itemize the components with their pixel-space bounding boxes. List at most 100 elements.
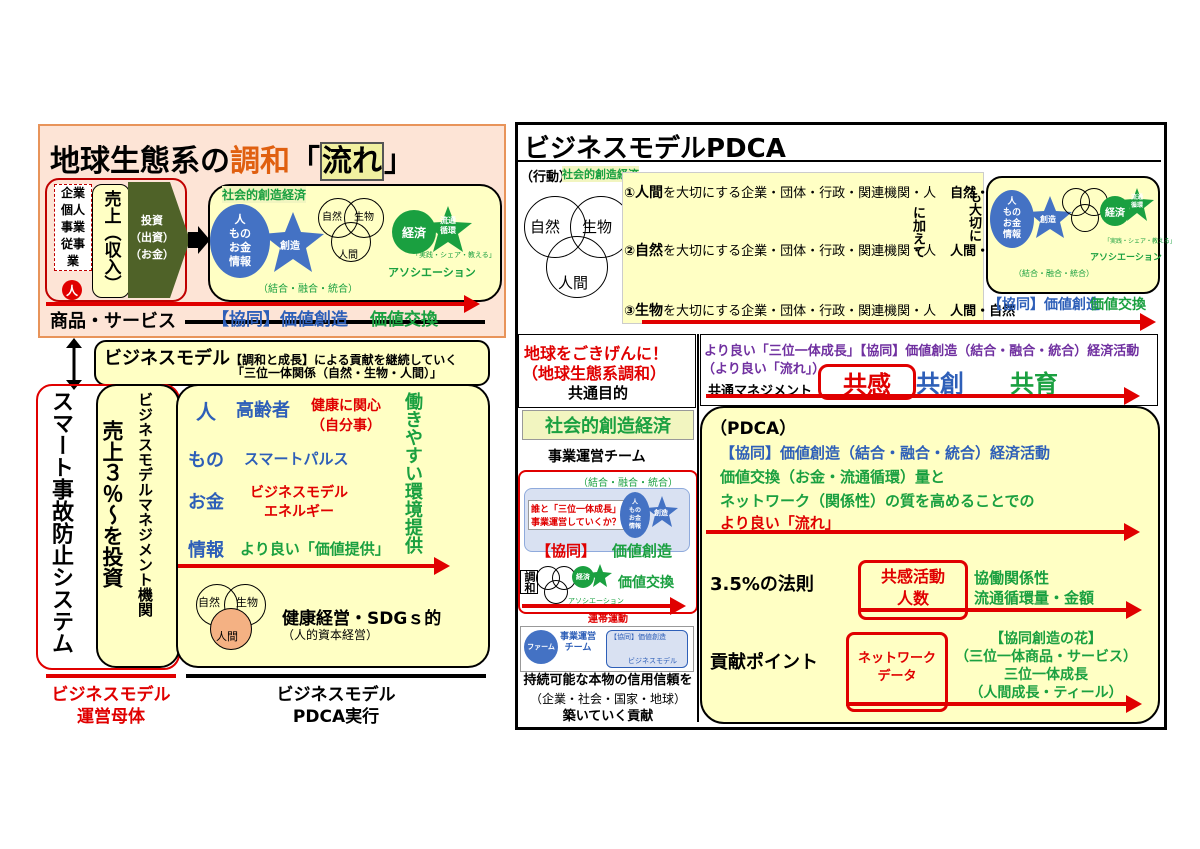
ketsugou-label: （結合・融合・統合） xyxy=(258,284,358,295)
model-title: ビジネスモデル xyxy=(104,348,230,369)
team-keizai: 経済 xyxy=(572,566,594,588)
sales-label: 売上（収入） xyxy=(92,184,130,298)
kyodo-kankei-2: 流通循環量・金額 xyxy=(974,589,1095,607)
line-2-num: ② xyxy=(624,244,636,259)
line-3-pre: 生物 xyxy=(635,303,664,319)
mini-ryutsu-text: 流通 xyxy=(1130,194,1143,201)
bottom-left-label: ビジネスモデル運営母体 xyxy=(46,684,176,728)
line-2-pre: 自然 xyxy=(635,243,664,259)
venn-circle-human xyxy=(331,222,371,262)
black-arrow-icon xyxy=(188,226,210,254)
bottom-left-line-1: ビジネスモデル xyxy=(51,685,171,705)
middle-red-arrow xyxy=(178,557,450,575)
share-label: 「実践・シェア・教える」 xyxy=(412,251,496,259)
network-1: ネットワーク xyxy=(857,651,936,666)
mgmt-org-label: ビジネスモデルマネジメント機関 xyxy=(136,392,154,617)
mini-venn-c xyxy=(1071,204,1099,232)
r-venn-label-life: 生物 xyxy=(582,218,613,236)
row-thing-key: もの xyxy=(188,450,224,471)
kenko-label: 健康経営・SDGｓ的 xyxy=(282,609,442,629)
left-black-line xyxy=(185,320,485,324)
row-person-val: 高齢者 xyxy=(236,400,290,421)
mini-circle-thing: もの xyxy=(1002,208,1021,218)
line-3-text: を大切にする企業・団体・行政・関連機関・人 xyxy=(663,304,937,319)
pdca-red-arrow xyxy=(706,523,1140,541)
mini-souzou: 創造 xyxy=(1040,215,1056,224)
hana-2: （三位一体商品・サービス） xyxy=(955,649,1137,665)
team-red-arrow xyxy=(522,597,686,615)
actor-1: 企業 xyxy=(60,186,85,200)
venn-label-life: 生物 xyxy=(354,212,374,223)
mini-assoc: アソシエーション xyxy=(1090,253,1162,263)
invest-label: 投資 （出資） （お金） xyxy=(130,212,174,263)
kyokan-act-label: 共感活動人数 xyxy=(858,566,968,610)
venn2-circle-human xyxy=(210,608,252,650)
bottom-black-line xyxy=(186,674,486,678)
star-icon xyxy=(262,212,324,272)
team-circle-thing: もの xyxy=(628,507,641,514)
team-question: 誰と「三位一体成長」事業運営していくか？ xyxy=(528,500,625,530)
jinteki-label: （人的資本経営） xyxy=(282,628,379,642)
team-kachi: 価値創造 xyxy=(612,542,673,560)
circle-info: 情報 xyxy=(229,255,251,268)
mini-circle-money: お金 xyxy=(1002,219,1021,229)
network-box xyxy=(846,632,948,712)
hataraki-label: 働きやすい環境提供 xyxy=(402,392,423,554)
row-person-key: 人 xyxy=(196,400,216,424)
goal-box xyxy=(518,334,696,408)
line-3-right: 人間・自然 xyxy=(950,304,1016,319)
right-title-line xyxy=(518,160,1161,162)
venn2-label-life: 生物 xyxy=(236,596,258,609)
kyoiku-label: 共育 xyxy=(1010,370,1058,398)
law-red-arrow xyxy=(860,601,1142,619)
row-money-key: お金 xyxy=(188,492,224,513)
model-bar xyxy=(94,340,490,386)
farm-team: 事業運営チーム xyxy=(560,632,596,654)
kyokan-act-2: 人数 xyxy=(896,589,929,608)
team-circle: 人ものお金情報 xyxy=(620,492,650,538)
r-venn-human xyxy=(546,236,608,298)
line-3: ③生物を大切にする企業・団体・行政・関連機関・人人間・自然 xyxy=(624,300,1015,320)
right-panel xyxy=(515,122,1167,730)
kyokan-header-box xyxy=(700,334,1158,406)
mini-share: 「実践・シェア・教える」 xyxy=(1104,238,1176,245)
right-social-econ: 社会的創造経済 xyxy=(562,166,639,182)
kyokan-red-arrow xyxy=(706,387,1140,405)
right-main-divider xyxy=(697,334,699,722)
mini-ryutsu: 流通循環 xyxy=(1122,194,1152,210)
jizoku-line-3: 築いていく貢献 xyxy=(562,709,654,724)
bottom-right-line-2: PDCA実行 xyxy=(292,707,380,727)
invest-sub-text: （出資） xyxy=(130,231,174,244)
pdca-line-3: ネットワーク（関係性）の質を高めることでの xyxy=(720,492,1035,510)
farm-box xyxy=(520,626,694,672)
model-line-1: ビジネスモデル【調和と成長】による貢献を継続していく xyxy=(104,344,457,370)
model-line-2: 「三位一体関係（自然・生物・人間）」 xyxy=(232,366,443,380)
venn2-label-nature: 自然 xyxy=(198,596,220,609)
team-ketsugou: （結合・融合・統合） xyxy=(578,478,678,489)
model-desc: 【調和と成長】による貢献を継続していく xyxy=(230,353,458,367)
bottom-red-line xyxy=(46,674,176,678)
team-star-icon xyxy=(646,496,678,527)
motaisetsu-label: も大切に xyxy=(966,190,981,242)
r-venn-label-nature: 自然 xyxy=(530,218,561,236)
pdca-box xyxy=(700,406,1160,724)
yoriyoi-line: より良い「三位一体成長」【協同】価値創造（結合・融合・統合）経済活動 xyxy=(704,344,1140,359)
right-top-red-arrow xyxy=(642,313,1156,331)
right-title: ビジネスモデルPDCA xyxy=(524,134,786,164)
jizoku-text: 持続可能な本物の信用信頼を （企業・社会・国家・地球） 築いていく貢献 xyxy=(518,672,698,726)
actor-2: 個人 xyxy=(60,203,85,217)
actors-list: 企業 個人 事業 従事 業 xyxy=(54,184,92,271)
venn2-label-human: 人間 xyxy=(216,630,238,643)
right-kyodo: 【協同】価値創造 xyxy=(988,297,1100,313)
venn-label-nature: 自然 xyxy=(322,212,342,223)
line-1-pre: 人間 xyxy=(635,185,664,201)
actor-5: 業 xyxy=(66,254,79,268)
team-title: 社会的創造経済 xyxy=(522,410,694,440)
mini-junkan-text: 循環 xyxy=(1130,202,1143,209)
hana-text: 【協同創造の花】 （三位一体商品・サービス） 三位一体成長 （人間成長・ティール… xyxy=(946,630,1146,702)
network-2: データ xyxy=(877,669,917,684)
team-label: 事業運営チーム xyxy=(548,449,646,465)
smart-label: スマート事故防止システム xyxy=(48,390,73,654)
line-1-num: ① xyxy=(624,186,636,201)
